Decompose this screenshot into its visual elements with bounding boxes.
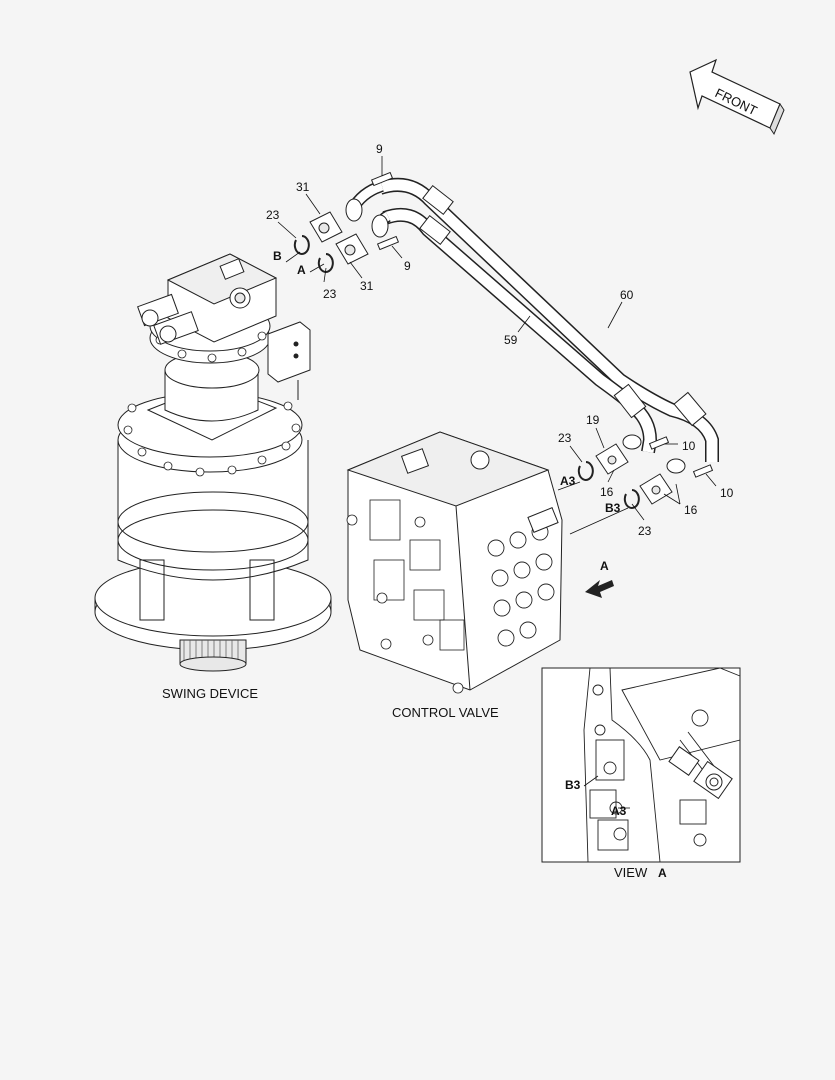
part-number-labels: 9 31 23 B A 23 31 9 60 59 19 23 A3 16 10… [266, 142, 734, 573]
control-valve [346, 431, 563, 694]
hose-assembly [345, 178, 719, 474]
inset-view-a: B3 A3 [541, 667, 741, 863]
split-flange-16 [595, 443, 673, 505]
part-16-right: 16 [684, 503, 698, 517]
part-31-top: 31 [296, 180, 310, 194]
port-b-label: B [273, 249, 282, 263]
caption-swing-device: SWING DEVICE [162, 686, 258, 701]
caption-control-valve: CONTROL VALVE [392, 705, 499, 720]
part-23-bottom: 23 [323, 287, 337, 301]
part-16-left: 16 [600, 485, 614, 499]
part-23-valve-top: 23 [558, 431, 572, 445]
o-ring-23-motor [293, 235, 334, 273]
part-23-top: 23 [266, 208, 280, 222]
port-a-label: A [297, 263, 306, 277]
caption-view: VIEW [614, 865, 648, 880]
part-10-upper: 10 [682, 439, 696, 453]
part-9-top: 9 [376, 142, 383, 156]
part-60: 60 [620, 288, 634, 302]
part-19: 19 [586, 413, 600, 427]
front-arrow: FRONT [689, 58, 785, 136]
o-ring-23-valve [577, 461, 640, 509]
inset-port-a3-label: A3 [611, 804, 627, 818]
part-59: 59 [504, 333, 518, 347]
part-23-valve-bottom: 23 [638, 524, 652, 538]
bolt-9 [370, 171, 400, 251]
bolt-10 [648, 436, 714, 478]
view-arrow-letter: A [600, 559, 609, 573]
swing-device [94, 253, 332, 672]
part-10-lower: 10 [720, 486, 734, 500]
part-31-bottom: 31 [360, 279, 374, 293]
leader-lines [277, 156, 717, 535]
port-a3-label: A3 [560, 474, 576, 488]
part-9-mid: 9 [404, 259, 411, 273]
port-b3-label: B3 [605, 501, 621, 515]
caption-view-letter: A [658, 866, 667, 880]
view-arrow [585, 580, 614, 598]
inset-port-b3-label: B3 [565, 778, 581, 792]
split-flange-31 [309, 211, 369, 265]
